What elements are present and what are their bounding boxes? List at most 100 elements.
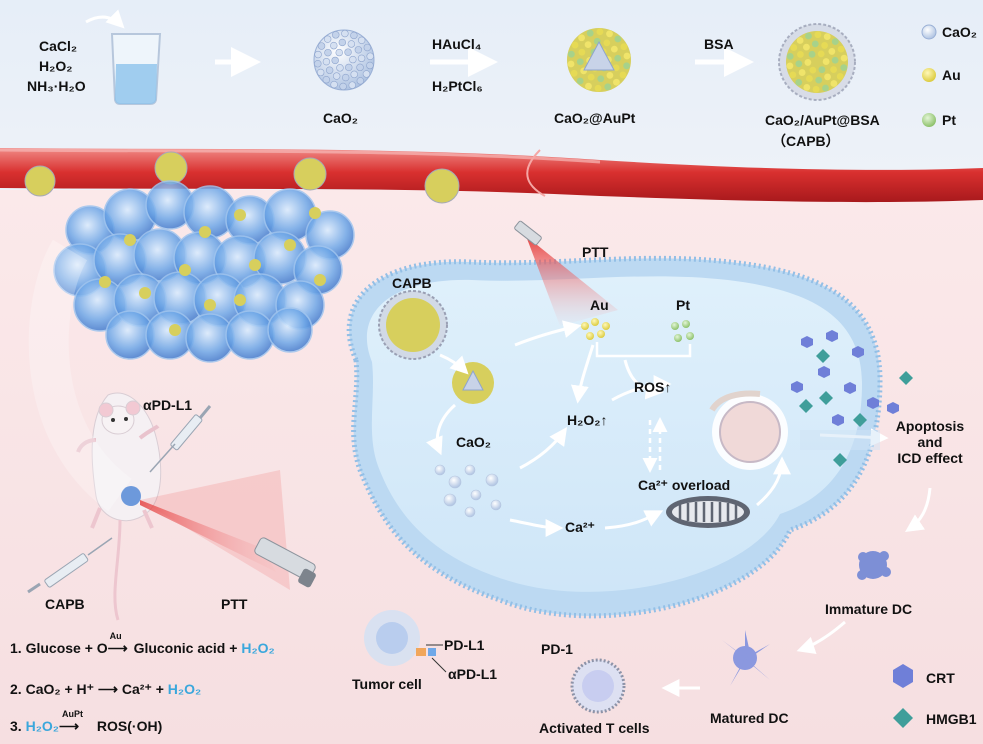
nano-subparticle	[804, 59, 812, 66]
ca-overload-label: Ca²⁺ overload	[638, 477, 731, 493]
cell-cao2-aupt-particle	[452, 362, 494, 404]
hmgb1-marker	[853, 413, 867, 427]
nucleus	[709, 390, 788, 470]
crt-marker	[832, 414, 844, 426]
matured-dc-cell	[722, 630, 770, 686]
nano-subparticle	[798, 69, 806, 76]
equation-2-body: CaO₂ + H⁺ ⟶ Ca²⁺ +	[25, 681, 168, 697]
nano-subparticle	[341, 29, 349, 38]
nano-subparticle	[811, 40, 819, 48]
nano-subparticle	[824, 73, 831, 81]
pdl1-label: PD-L1	[444, 637, 485, 653]
nano-subparticle	[596, 28, 604, 36]
nano-subparticle	[830, 66, 837, 73]
ca-ion-label: Ca²⁺	[565, 519, 595, 535]
nano-subparticle	[354, 46, 363, 54]
nano-subparticle	[619, 71, 627, 79]
nano-subparticle	[331, 56, 339, 65]
nano-subparticle	[314, 50, 322, 59]
tumor-nanoparticle	[314, 274, 326, 286]
tumor-nanoparticle	[309, 207, 321, 219]
nano-subparticle	[349, 55, 357, 64]
nano-subparticle	[603, 39, 611, 47]
nano-subparticle	[576, 58, 584, 66]
nano-subparticle	[597, 75, 605, 83]
equation-3-catalyst: AuPt	[62, 709, 84, 719]
nano-subparticle	[362, 70, 371, 78]
nano-subparticle	[797, 51, 804, 58]
tumor-nanoparticle	[169, 324, 181, 336]
nano-subparticle	[570, 69, 578, 77]
nano-subparticle	[812, 85, 820, 93]
nano-subparticle	[339, 82, 347, 91]
vessel-particles	[24, 151, 460, 204]
cell-pt-label: Pt	[676, 297, 690, 313]
cell-ptt-laser-icon	[514, 220, 618, 326]
crt-marker	[818, 366, 830, 378]
nano-subparticle	[344, 48, 352, 56]
tumor-nanoparticle	[234, 294, 246, 306]
cell-capb-particle	[378, 290, 448, 360]
nano-subparticle	[818, 66, 826, 74]
nano-subparticle	[350, 31, 358, 40]
nano-subparticle	[606, 30, 613, 38]
nano-subparticle	[614, 35, 622, 43]
pt-particles	[671, 320, 694, 342]
legend-cao2-label: CaO₂	[942, 24, 978, 40]
equation-1-reactants: Glucose + O	[25, 640, 108, 656]
legend-hmgb1-marker	[893, 708, 913, 728]
reagent-label-3: NH₃·H₂O	[27, 78, 86, 94]
activated-t-label: Activated T cells	[539, 720, 650, 736]
nano-subparticle	[803, 83, 811, 91]
nano-subparticle	[357, 36, 366, 44]
equation-1-catalyst: Au	[109, 631, 122, 641]
legend-au-label: Au	[942, 67, 961, 83]
capb-nanoparticle	[778, 23, 856, 101]
tumor-nanoparticle	[234, 209, 246, 221]
au-particles	[581, 318, 610, 340]
nano-subparticle	[322, 57, 331, 66]
nano-subparticle	[815, 76, 823, 84]
nano-subparticle	[356, 77, 365, 85]
nano-subparticle	[345, 63, 353, 72]
apoptosis-line-3: ICD effect	[897, 450, 963, 467]
nano-subparticle	[613, 78, 620, 86]
nano-subparticle	[806, 75, 813, 82]
nano-subparticle	[831, 56, 839, 64]
reagent-haucl4: HAuCl₄	[432, 36, 482, 52]
equation-3-h2o2: H₂O₂	[25, 718, 60, 734]
cell-ptt-label: PTT	[582, 244, 609, 260]
nano-subparticle	[330, 41, 338, 50]
nano-subparticle	[586, 29, 594, 37]
tumor-tissue	[53, 180, 355, 363]
beaker-icon	[85, 9, 162, 105]
nano-subparticle	[578, 34, 585, 42]
tumor-nanoparticle	[99, 276, 111, 288]
apdl1-label: αPD-L1	[448, 666, 498, 682]
cao2-aupt-label: CaO₂@AuPt	[554, 110, 636, 126]
tumor-nanoparticle	[199, 226, 211, 238]
equation-1-h2o2: H₂O₂	[241, 640, 275, 656]
crt-marker	[801, 336, 813, 348]
legend-pt-label: Pt	[942, 112, 956, 128]
nano-subparticle	[786, 62, 794, 70]
nano-subparticle	[805, 32, 812, 40]
nano-subparticle	[809, 66, 817, 74]
tumor-nanoparticle	[139, 287, 151, 299]
tumor-cell-blob	[225, 310, 275, 360]
immature-dc-cell	[857, 551, 891, 580]
apdl1-pointer	[431, 657, 447, 673]
crt-marker	[887, 402, 899, 414]
nano-subparticle	[786, 52, 794, 60]
nano-subparticle	[823, 33, 831, 41]
reagent-label-1: CaCl₂	[39, 38, 78, 54]
ros-label: ROS↑	[634, 379, 672, 395]
mouse-illustration	[76, 392, 162, 621]
nano-subparticle	[614, 54, 622, 62]
activated-t-cell	[570, 658, 626, 714]
equation-3-arrow: AuPt⟶	[59, 709, 84, 734]
nano-subparticle	[341, 73, 350, 82]
antibody-syringe-icon	[149, 405, 212, 473]
